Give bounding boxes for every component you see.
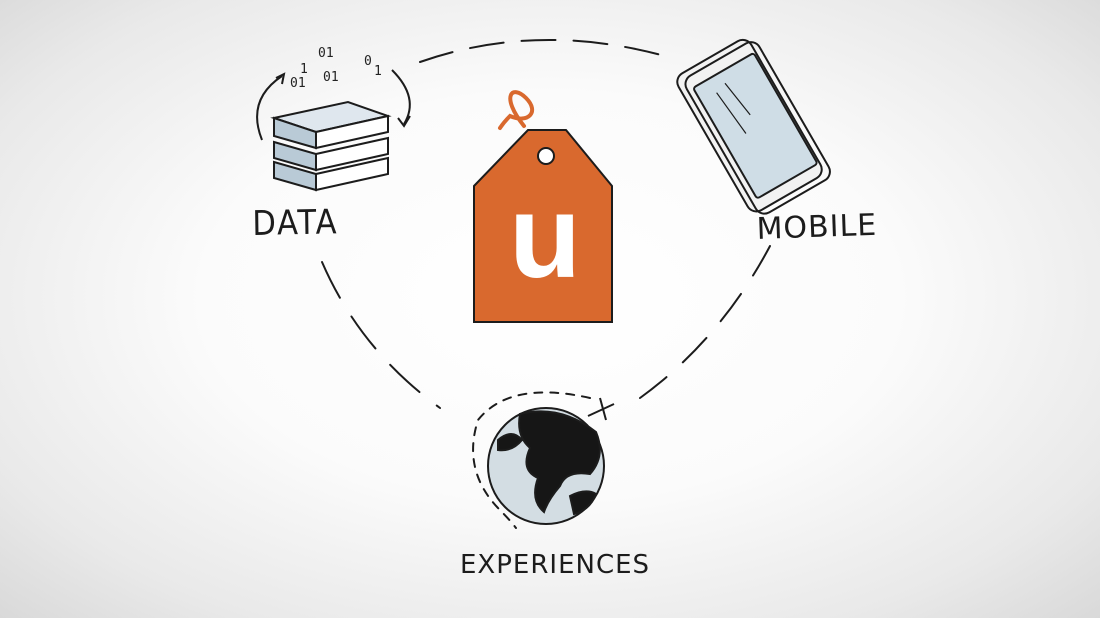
stacked-database-icon: [256, 69, 411, 192]
connector-mobile-experiences: [639, 245, 771, 399]
logo-letter: u: [508, 171, 582, 303]
connector-data-mobile: [419, 38, 673, 63]
node-label-experiences: EXPERIENCES: [460, 550, 651, 580]
orbit-path: [472, 391, 591, 529]
binary-bits-2: 1: [300, 62, 308, 77]
center-tag-logo: [473, 90, 613, 323]
tag-hole: [537, 147, 555, 165]
tag-string: [498, 90, 534, 130]
node-label-mobile: MOBILE: [756, 207, 878, 247]
node-label-data: DATA: [252, 202, 339, 244]
connector-lines: [321, 38, 771, 529]
binary-bits-3: 01: [323, 70, 339, 85]
binary-bits-5: 0: [364, 54, 372, 69]
globe-icon: [487, 407, 605, 525]
airplane-icon: [587, 397, 615, 421]
binary-bits-4: 01: [290, 76, 306, 91]
connector-data-experiences: [321, 261, 441, 409]
smartphone-icon: [676, 38, 831, 215]
binary-bits-6: 1: [374, 64, 382, 79]
binary-bits-1: 01: [318, 46, 334, 61]
tag-shape: [473, 129, 613, 323]
